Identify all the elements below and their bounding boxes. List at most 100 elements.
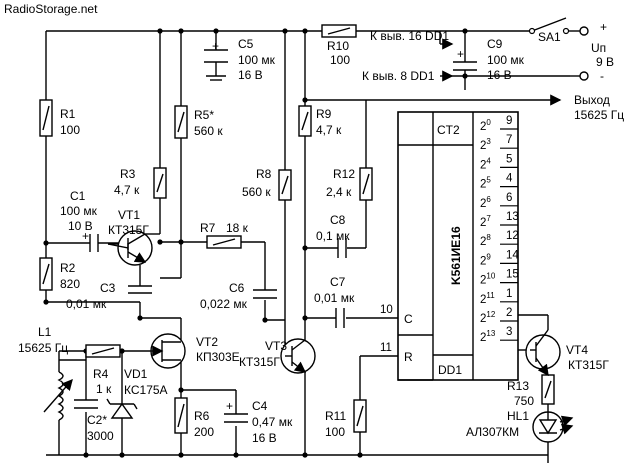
r9-ref: R9 [316,107,332,121]
ic-output-weight: 20 [480,118,491,133]
r6-val: 200 [194,425,214,439]
vt4-transistor [525,329,561,377]
r11-val: 100 [325,425,345,439]
c5-volt: 16 В [238,68,263,82]
r8-val: 560 к [242,185,271,199]
ic-output-weight: 211 [480,291,495,306]
r10-ref: R10 [327,39,349,53]
c5-val: 100 мк [238,53,276,67]
supply-label: Uп [591,41,606,55]
wiring [45,17,580,463]
ic-output-pin: 13 [506,211,519,223]
vd1-ref: VD1 [124,367,148,381]
ic-output-pin: 1 [506,288,512,300]
r3-ref: R3 [120,167,136,181]
ic-output-weight: 26 [480,195,491,210]
c4-val: 0,47 мк [252,415,293,429]
ic-output-pin: 7 [506,134,512,146]
ic-output-pin: 2 [506,307,512,319]
r5-resistor [174,105,188,139]
supply-terminals[interactable] [528,26,589,81]
c1-plus: + [82,229,89,243]
r3-val: 4,7 к [114,183,140,197]
c3-val: 0,01 мк [66,297,107,311]
c9-val: 100 мк [487,53,525,67]
r9-resistor [298,105,312,137]
ic-output-pin: 3 [506,326,512,338]
c4-ref: C4 [252,399,268,413]
c5-ref: C5 [238,37,254,51]
ic-in-c: C [404,312,413,326]
minus-sign: - [600,69,604,83]
c7-val: 0,01 мк [314,291,355,305]
c1-volt: 10 В [68,219,93,233]
vt2-val: КП303Е [196,350,240,364]
c5-plus: + [212,39,219,53]
dd1-chip [397,111,519,381]
ic-func: CT2 [437,123,460,137]
r12-ref: R12 [333,167,355,181]
r13-ref: R13 [507,379,529,393]
c2-ref: C2* [87,413,107,427]
r10-val: 100 [330,53,350,67]
r13-val: 750 [514,394,534,408]
r7-val: 18 к [226,221,249,235]
r1-resistor [39,99,53,137]
vt1-transistor [107,230,161,266]
r8-ref: R8 [256,167,272,181]
ic-output-weight: 213 [480,329,496,344]
c6-ref: C6 [229,281,245,295]
vd1-zener [106,390,138,425]
r4-ref: R4 [93,367,109,381]
ic-in-r: R [404,350,413,364]
c4-capacitor [224,413,248,423]
vt3-val: КТ315Г [239,355,280,369]
c3-capacitor [128,285,152,294]
ic-pin-r: 11 [380,342,392,354]
r4-val: 1 к [96,382,112,396]
c9-ref: C9 [487,37,503,51]
output-label: Выход [574,93,610,107]
vd1-val: КС175А [124,383,168,397]
ic-output-pin: 14 [506,249,519,261]
ic-pin-c: 10 [380,304,393,316]
c7-capacitor [335,308,345,328]
sa1-ref: SA1 [538,30,561,44]
r2-resistor [39,257,53,291]
r11-ref: R11 [325,409,346,423]
output-freq: 15625 Гц [574,108,624,122]
r13-resistor [541,374,555,405]
hl1-val: АЛ307КМ [466,425,519,439]
junction-dots [43,28,468,458]
to-pin16: К выв. 16 DD1 [370,29,449,43]
ic-output-weight: 25 [480,176,491,191]
r2-ref: R2 [60,261,76,275]
vt4-val: КТ315Г [568,358,609,372]
c6-val: 0,022 мк [200,297,248,311]
c7-ref: C7 [330,275,346,289]
minus-terminal [579,71,589,81]
supply-value: 9 В [596,55,614,69]
r6-resistor [174,397,188,434]
r4-resistor [85,344,121,358]
plus-terminal [579,26,589,36]
r5-val: 560 к [194,124,223,138]
r5-ref: R5* [194,108,214,122]
r9-val: 4,7 к [316,123,342,137]
c2-val: 3000 [87,429,114,443]
transistors [107,230,561,377]
c1-ref: C1 [70,189,86,203]
ic-output-pin: 12 [506,230,519,242]
l1-ref: L1 [38,325,52,339]
vt1-ref: VT1 [118,208,140,222]
hl1-led [532,411,574,443]
ic-ref: DD1 [438,363,462,377]
vt4-ref: VT4 [566,343,588,357]
c9-capacitor [453,61,477,71]
r12-resistor [359,167,373,201]
site-watermark: RadioStorage.net [4,2,98,16]
vt2-ref: VT2 [196,335,218,349]
hl1-ref: HL1 [507,409,529,423]
ic-output-weight: 23 [480,137,491,152]
